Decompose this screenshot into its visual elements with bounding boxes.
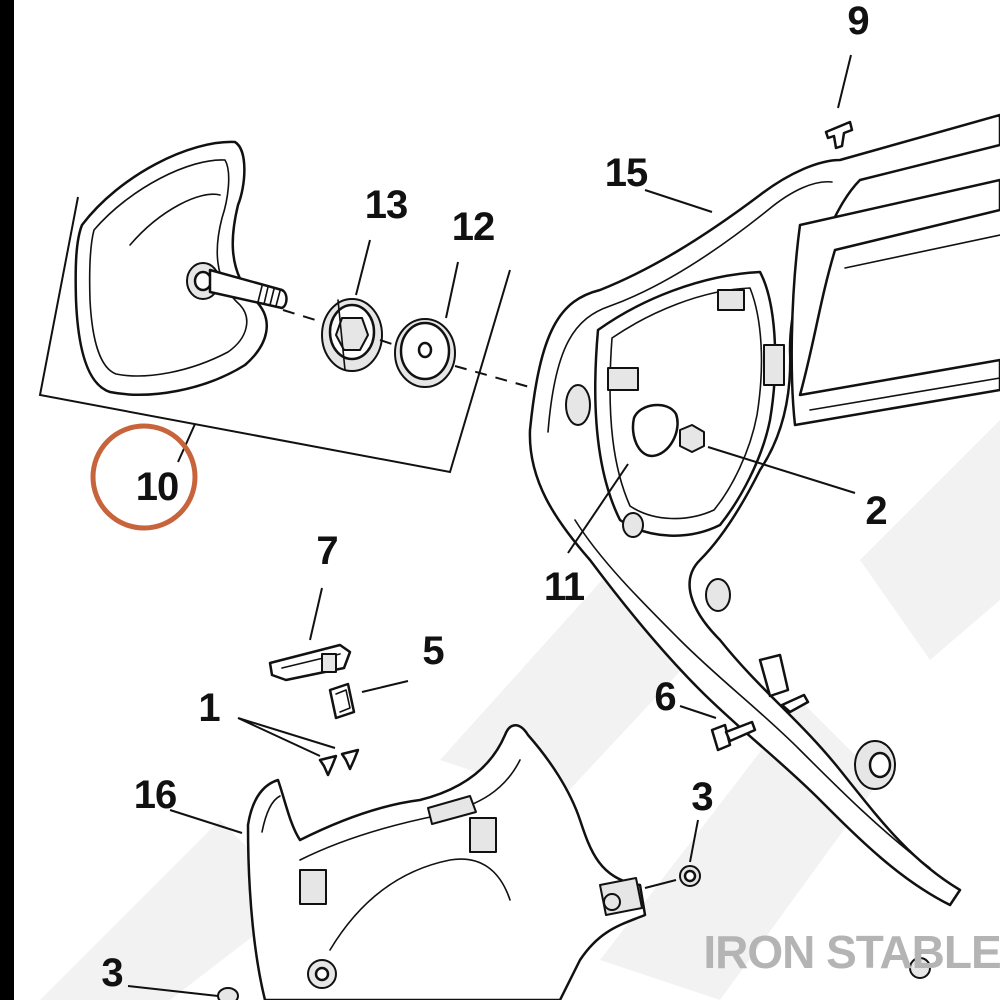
callout-labels: 9 15 13 12 10 2 11 7 5 1 6 16 3 3	[101, 0, 887, 995]
callout-7: 7	[316, 529, 337, 573]
clip-part-9	[824, 120, 854, 150]
callout-16: 16	[134, 773, 177, 817]
left-border	[0, 0, 14, 1000]
nut-part-3-right	[679, 865, 701, 887]
assembly-bracket-10	[38, 196, 511, 474]
callout-2: 2	[865, 489, 886, 533]
nut-part-3-left	[217, 987, 239, 1005]
frame-hardware	[705, 578, 931, 979]
leader-lines	[127, 54, 856, 997]
trim-strip-part-7	[268, 643, 352, 682]
screws-part-1	[318, 748, 360, 777]
callout-13: 13	[365, 183, 408, 227]
callout-15: 15	[605, 151, 648, 195]
knob-part-13	[321, 298, 383, 372]
callout-11: 11	[544, 565, 585, 609]
spring-clip-part-5	[328, 682, 356, 720]
washer-part-12	[394, 318, 456, 388]
callout-1: 1	[198, 686, 220, 730]
push-rivet-part-6	[710, 720, 757, 752]
callout-9: 9	[847, 0, 868, 43]
assembly-centerline	[282, 309, 541, 391]
highlight-circle	[90, 423, 198, 531]
callout-6: 6	[654, 675, 675, 719]
backrest-plate-part-11	[565, 270, 785, 538]
callout-5: 5	[422, 629, 444, 673]
lower-bracket-part-16	[246, 724, 647, 1002]
callout-3-right: 3	[691, 775, 712, 819]
backrest-pad-part-10	[74, 140, 288, 396]
iron-stable-watermark: IRON STABLE	[703, 926, 1000, 978]
callout-12: 12	[452, 205, 495, 249]
callout-3-left: 3	[101, 951, 122, 995]
callout-10: 10	[136, 465, 179, 509]
